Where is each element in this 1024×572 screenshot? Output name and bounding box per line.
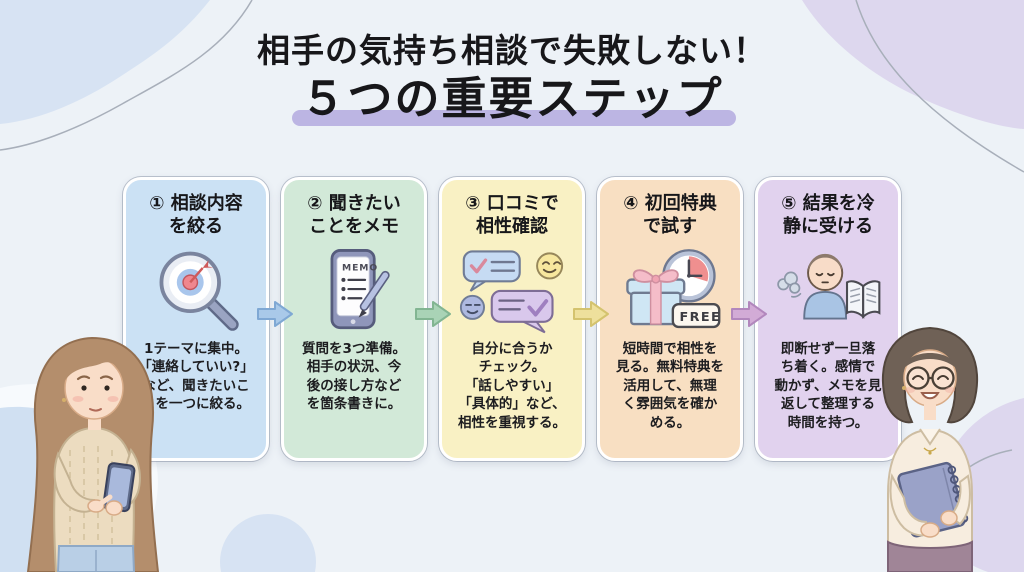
infographic-title: 相手の気持ち相談で失敗しない！ ５つの重要ステップ (0, 30, 1024, 126)
flow-arrow-3 (573, 301, 609, 327)
step-1-title: ① 相談内容 を絞る (149, 193, 243, 238)
step-card-2: ② 聞きたい ことをメモ MEMO 質問を3つ準備。 相手の状況、今 後の接し方… (281, 177, 427, 461)
title-line-1: 相手の気持ち相談で失敗しない！ (257, 31, 767, 70)
smiling-counselor-illustration (881, 326, 979, 572)
flow-arrow-4 (731, 301, 767, 327)
title-line-2: ５つの重要ステップ (300, 72, 724, 126)
memo-label: MEMO (342, 263, 378, 274)
review-bubbles-icon (459, 250, 564, 334)
step-2-title: ② 聞きたい ことをメモ (307, 193, 401, 238)
calm-person-book-icon (777, 253, 881, 320)
step-card-4: ④ 初回特典 で試す FREE 短時間で (597, 177, 743, 461)
step-5-description: 即断せず一旦落 ち着く。感情で 動かず、メモを見 返して整理する 時間を持つ。 (774, 341, 882, 431)
worried-woman-phone-illustration (26, 336, 160, 572)
memo-phone-icon: MEMO (330, 249, 390, 330)
flow-arrow-2 (415, 301, 451, 327)
step-card-3: ③ 口コミで 相性確認 (439, 177, 585, 461)
free-gift-clock-icon: FREE (626, 249, 721, 329)
target-magnifier-icon (159, 251, 239, 331)
steps-row: ① 相談内容 を絞る 1テーマに集中。 「連絡していい?」 など、聞きたいこ と… (123, 177, 901, 461)
flow-arrow-1 (257, 301, 293, 327)
title-highlight-bar (292, 109, 736, 126)
step-1-description: 1テーマに集中。 「連絡していい?」 など、聞きたいこ とを一つに絞る。 (138, 341, 254, 413)
step-3-description: 自分に合うか チェック。 「話しやすい」 「具体的」など、 相性を重視する。 (458, 341, 566, 431)
step-4-description: 短時間で相性を 見る。無料特典を 活用して、無理 く雰囲気を確か める。 (616, 341, 724, 431)
step-card-5: ⑤ 結果を冷 静に受ける (755, 177, 901, 461)
step-3-title: ③ 口コミで 相性確認 (465, 193, 559, 238)
free-label: FREE (679, 310, 721, 325)
step-5-title: ⑤ 結果を冷 静に受ける (781, 193, 875, 238)
step-2-description: 質問を3つ準備。 相手の状況、今 後の接し方など を箇条書きに。 (302, 341, 406, 413)
step-4-title: ④ 初回特典 で試す (623, 193, 717, 238)
